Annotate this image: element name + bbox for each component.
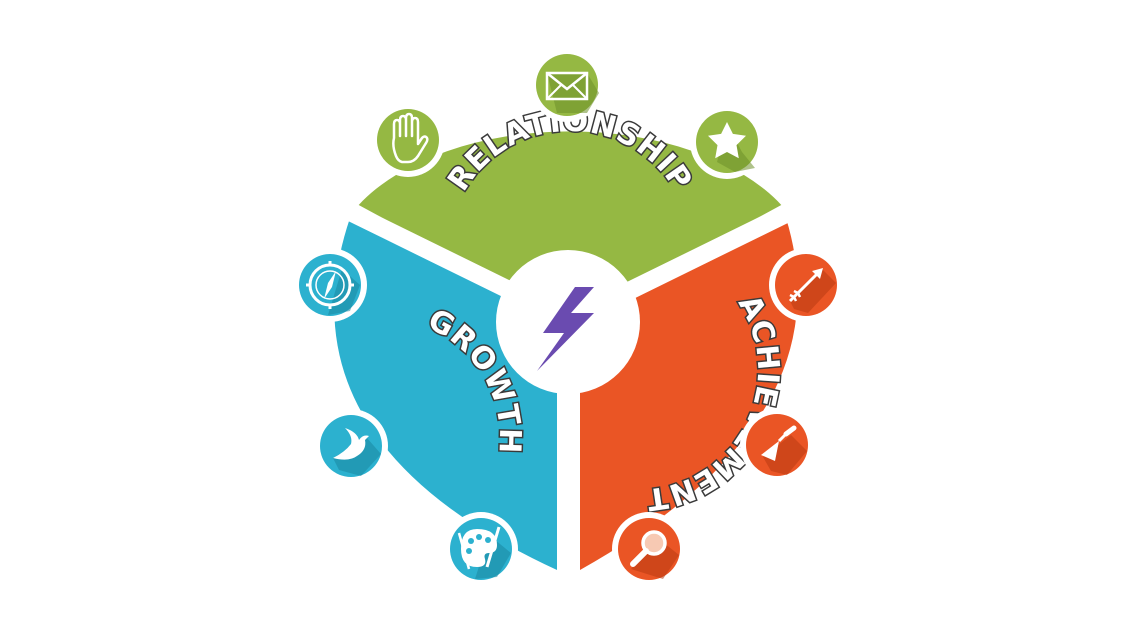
star-icon[interactable] bbox=[690, 105, 764, 179]
envelope-icon[interactable] bbox=[530, 48, 604, 122]
relationship-segment bbox=[358, 131, 782, 320]
compass-icon[interactable] bbox=[293, 248, 367, 322]
arrow-icon[interactable] bbox=[769, 248, 843, 322]
bird-icon[interactable] bbox=[314, 409, 388, 483]
magnifier-icon[interactable] bbox=[612, 512, 686, 586]
trowel-icon[interactable] bbox=[740, 408, 814, 482]
hand-icon[interactable] bbox=[371, 103, 445, 177]
palette-icon[interactable] bbox=[444, 512, 518, 586]
lightning-bolt-icon bbox=[537, 287, 594, 371]
